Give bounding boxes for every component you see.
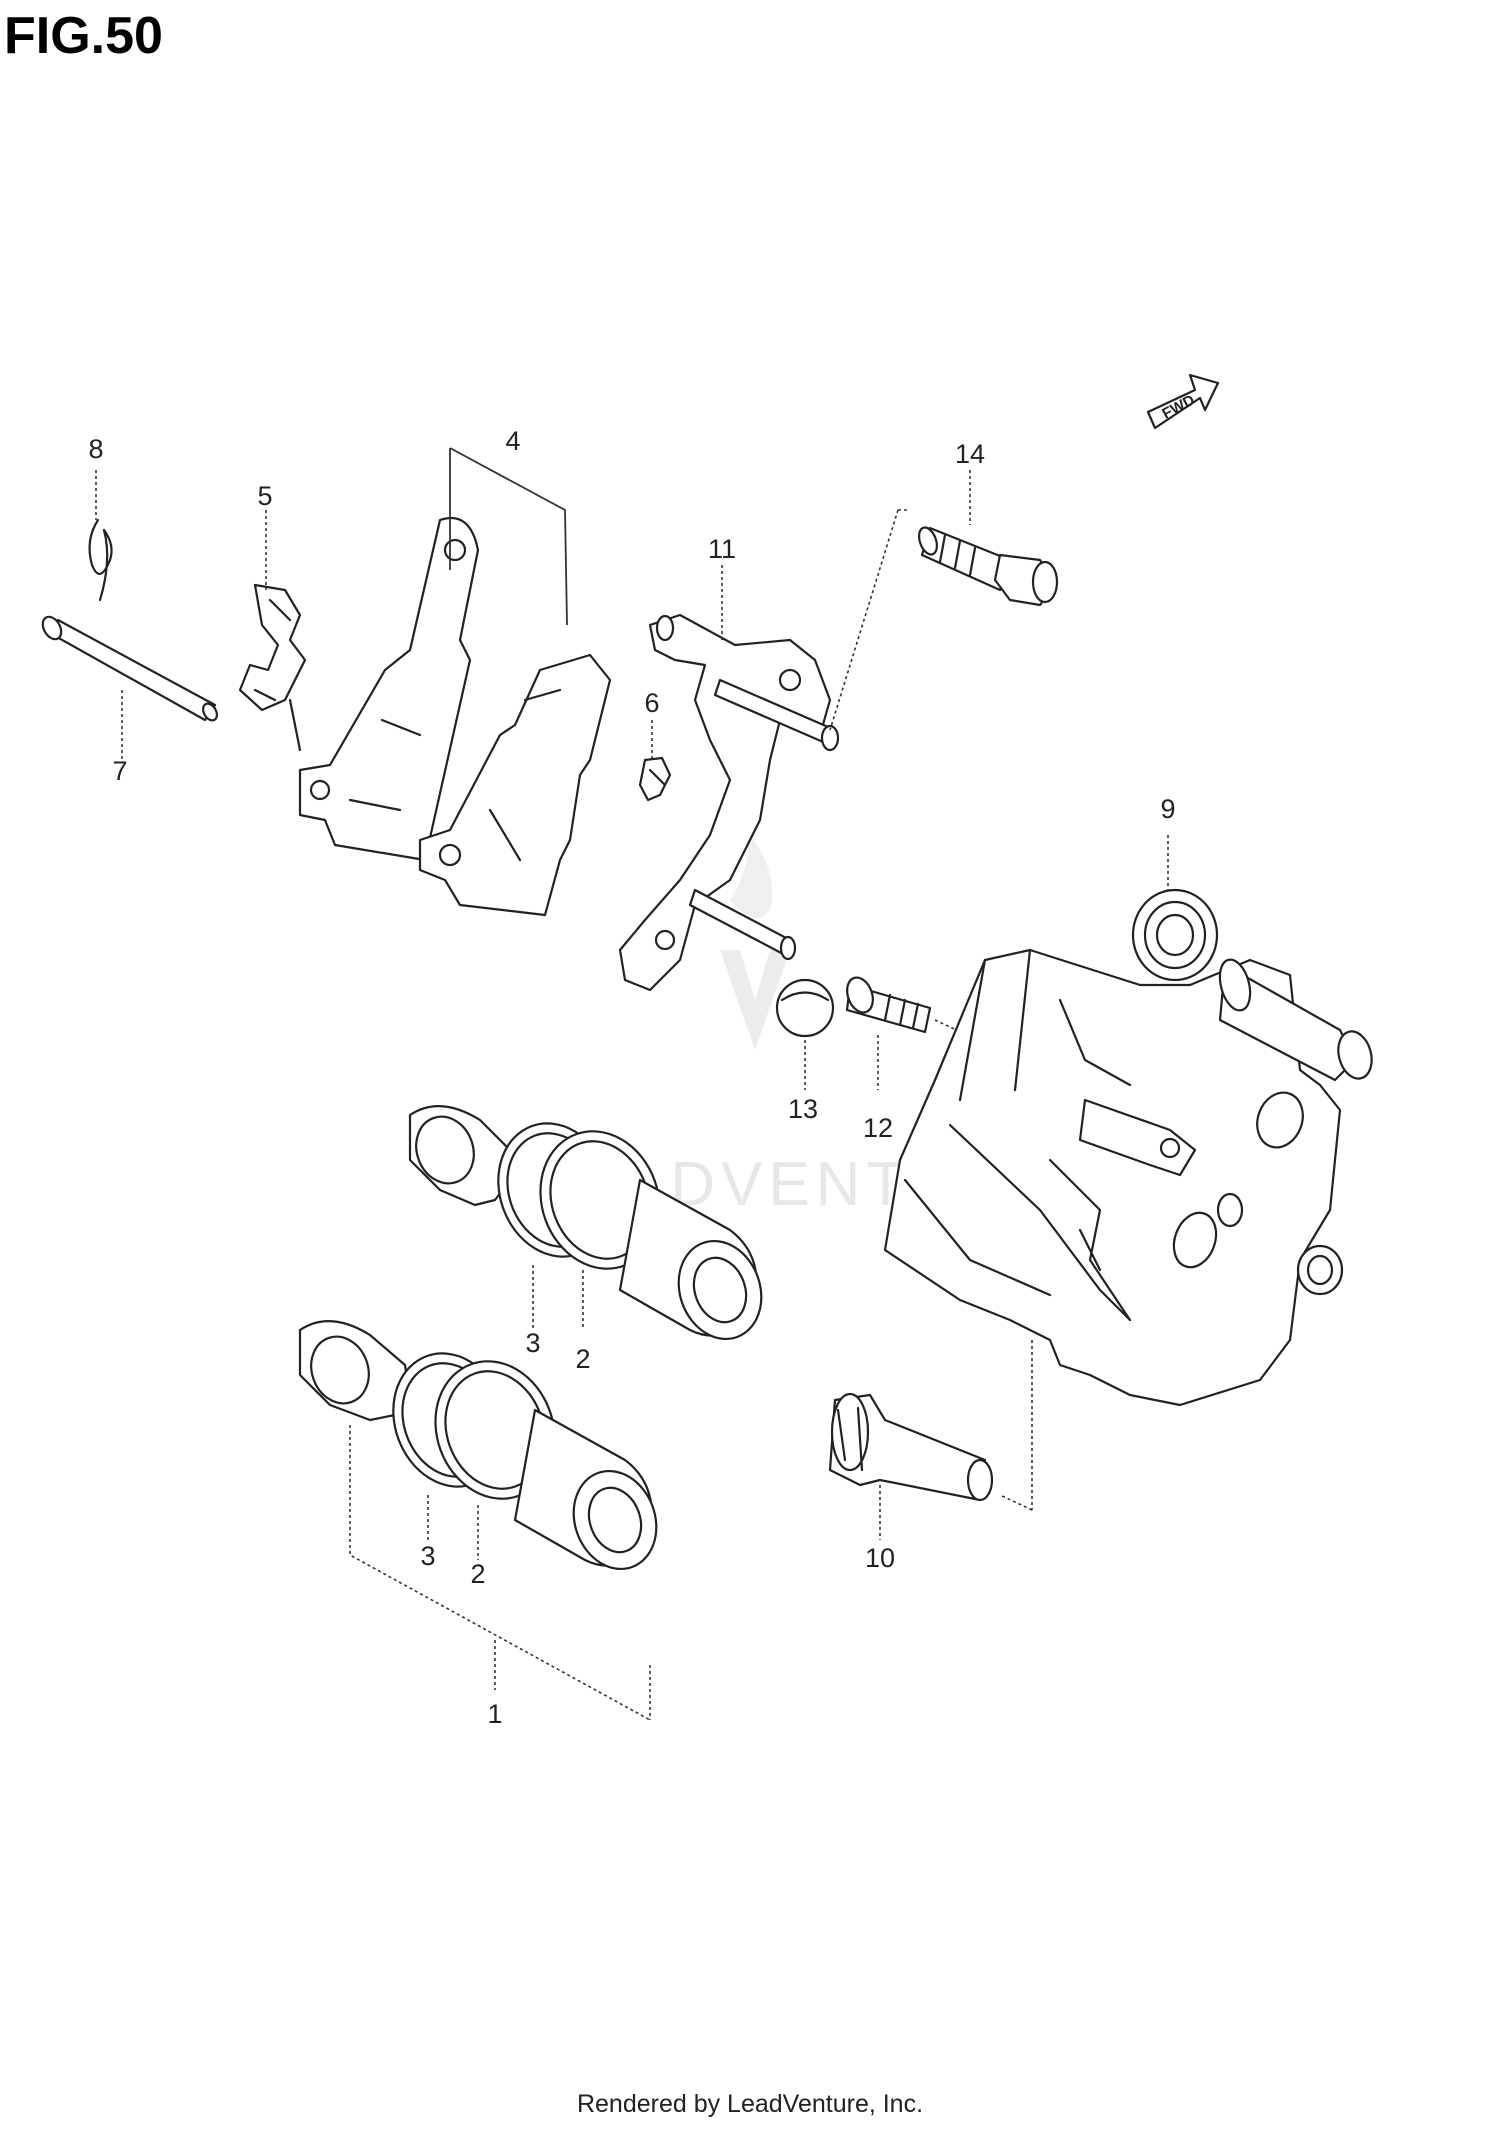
footer-credit: Rendered by LeadVenture, Inc.: [576, 2090, 924, 2118]
fwd-arrow-icon: FWD: [1146, 373, 1220, 430]
callout-1: 1: [487, 1699, 502, 1729]
brake-pad-set-part-4: [298, 447, 612, 917]
callout-9: 9: [1160, 794, 1175, 824]
callout-10: 10: [865, 1543, 895, 1573]
callout-4: 4: [505, 426, 520, 456]
pad-spring-part-5: [238, 510, 307, 752]
callout-2-lower: 2: [470, 1559, 485, 1589]
clip-part-6: [638, 720, 672, 802]
callout-2-upper: 2: [575, 1344, 590, 1374]
upper-piston-set: [408, 1105, 763, 1341]
mounting-bolt-part-14: [829, 470, 1059, 731]
slide-pin-part-10: [828, 1392, 994, 1540]
callout-12: 12: [863, 1113, 893, 1143]
callout-11: 11: [708, 534, 736, 564]
callout-3-upper: 3: [525, 1328, 540, 1358]
pin-boot-part-9: [1131, 835, 1219, 982]
callout-8: 8: [88, 434, 103, 464]
pad-pin-part-7: [41, 615, 218, 760]
figure-title: FIG.50: [4, 7, 163, 65]
callout-labels: 8 4 5 7 14 11 6 9 13 12 3 2 3 2 10 1: [88, 426, 1175, 1729]
caliper-bracket-part-11: [618, 565, 840, 992]
caliper-body: [883, 948, 1373, 1511]
callout-5: 5: [257, 481, 272, 511]
callout-3-lower: 3: [420, 1541, 435, 1571]
pin-clip-part-8: [88, 470, 113, 602]
part-1-leader: [349, 1425, 651, 1721]
callout-14: 14: [955, 439, 985, 469]
bleeder-cap-part-13: [775, 978, 835, 1090]
callout-13: 13: [788, 1094, 818, 1124]
callout-6: 6: [644, 688, 659, 718]
lower-piston-set: [298, 1320, 658, 1571]
fwd-label: FWD: [1159, 392, 1197, 423]
callout-7: 7: [112, 756, 127, 786]
